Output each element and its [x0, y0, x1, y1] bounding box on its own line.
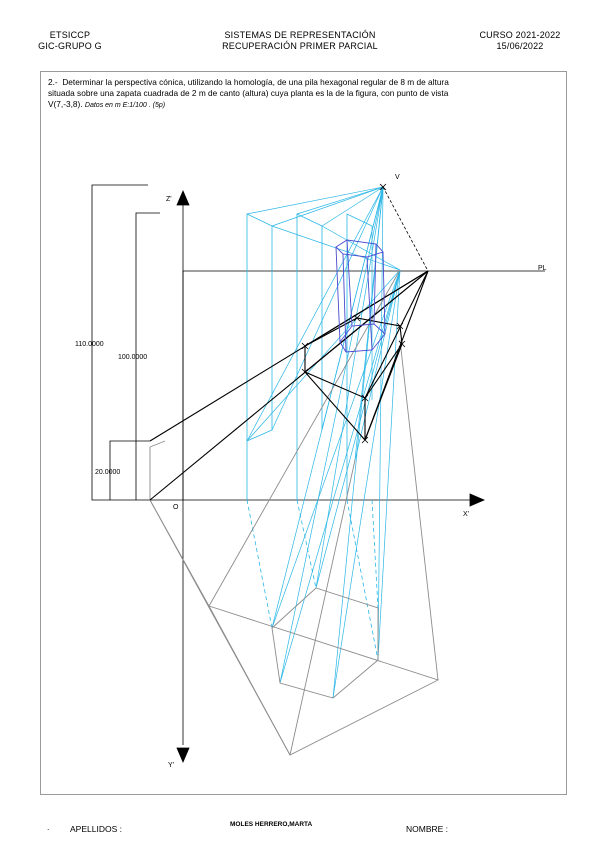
x-axis-label: X': [463, 511, 469, 518]
dimension-100-label: 100.0000: [118, 354, 147, 361]
y-axis-label: Y': [168, 762, 174, 769]
cross-marker-icon: [396, 322, 404, 330]
construction-planes: [246, 213, 379, 661]
surname-label: APELLIDOS :: [70, 824, 122, 834]
perspective-pile: [335, 239, 386, 353]
header-course-year: CURSO 2021-2022: [479, 30, 561, 40]
picture-plane-line: [182, 270, 545, 500]
problem-line-3: V(7,-3,8). Datos en m E:1/100 . (5p): [48, 99, 166, 109]
student-surname: MOLES HERRERO,MARTA: [230, 821, 313, 828]
name-label: NOMBRE :: [406, 824, 449, 834]
header-group: GIC-GRUPO G: [38, 41, 102, 51]
cross-marker-icon: [398, 340, 406, 348]
z-axis-label: Z': [166, 196, 172, 203]
header-subject: SISTEMAS DE REPRESENTACIÓN RECUPERACIÓN …: [190, 30, 410, 52]
problem-note: Datos en m E:1/100 . (5p): [84, 102, 166, 109]
header-course: CURSO 2021-2022 15/06/2022: [470, 30, 570, 52]
hexagon-plan: [271, 587, 379, 699]
header-school: ETSICCP: [49, 30, 91, 40]
cross-marker-icon: [361, 436, 369, 444]
origin-label: O: [173, 504, 179, 511]
zapata-plan: [208, 605, 440, 756]
viewpoint-label: V: [395, 174, 400, 181]
header-subject-title: SISTEMAS DE REPRESENTACIÓN: [224, 30, 376, 40]
point-markers: [301, 183, 406, 444]
problem-line-2: situada sobre una zapata cuadrada de 2 m…: [48, 88, 449, 98]
problem-line-1: 2.- Determinar la perspectiva cónica, ut…: [48, 77, 449, 87]
cross-marker-icon: [301, 368, 309, 376]
vanishing-dashes: [382, 186, 429, 272]
projection-rays: [246, 186, 401, 699]
axes: [150, 189, 545, 764]
cross-marker-icon: [353, 314, 361, 322]
exam-frame: [40, 71, 567, 795]
v-marker-icon: [379, 183, 387, 191]
dimension-110-label: 110.0000: [75, 341, 104, 348]
plan-view: [149, 269, 440, 756]
x-axis-arrow-icon: [469, 493, 486, 507]
picture-plane-label: PL: [538, 265, 547, 272]
dimension-20-label: 20.0000: [95, 469, 120, 476]
cross-marker-icon: [361, 394, 369, 402]
y-axis-arrow-icon: [176, 747, 190, 764]
dim-110-line: [91, 184, 150, 501]
dim-100-line: [135, 212, 160, 500]
cross-marker-icon: [301, 342, 309, 350]
footer-dot: .: [47, 822, 50, 832]
dim-20-line: [109, 440, 150, 500]
header-institution: ETSICCP GIC-GRUPO G: [30, 30, 110, 52]
header-date: 15/06/2022: [496, 41, 544, 51]
z-axis-arrow-icon: [176, 189, 190, 206]
problem-statement: 2.- Determinar la perspectiva cónica, ut…: [48, 77, 560, 111]
problem-number: 2.-: [48, 77, 58, 87]
header-exam-title: RECUPERACIÓN PRIMER PARCIAL: [222, 41, 378, 51]
dimension-lines: [91, 184, 160, 501]
